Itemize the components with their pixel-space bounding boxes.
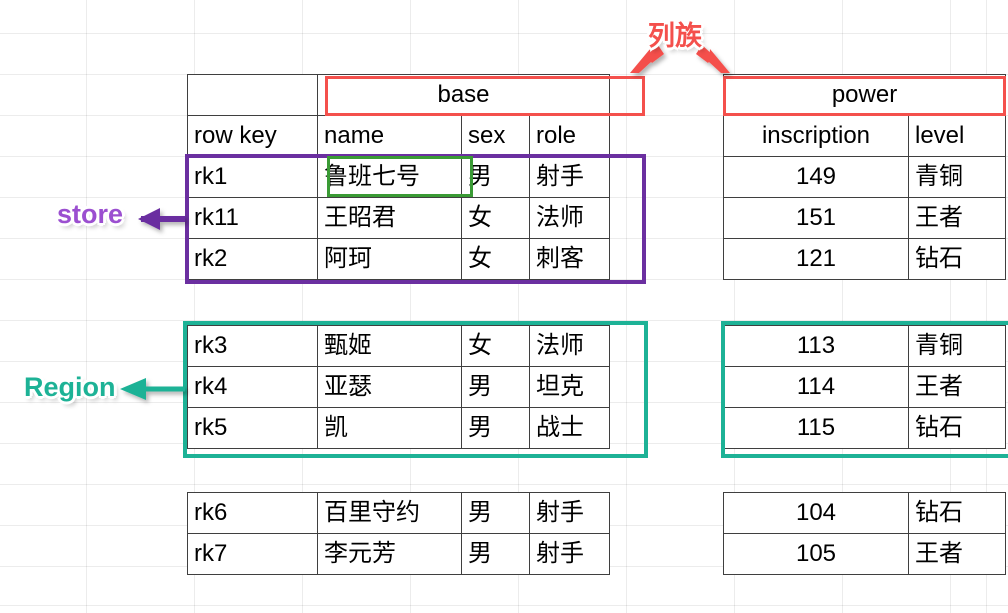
cell-rowkey[interactable]: rk7: [187, 533, 318, 575]
table-row: 104 钻石: [723, 492, 1006, 534]
cell-role[interactable]: 刺客: [529, 238, 610, 280]
table-row: rk11 王昭君 女 法师: [187, 197, 610, 239]
table-row-family: base: [187, 74, 610, 116]
cell-name[interactable]: 亚瑟: [317, 366, 462, 408]
cell-role[interactable]: 射手: [529, 533, 610, 575]
cell-sex[interactable]: 男: [461, 407, 530, 449]
empty-corner-cell: [187, 74, 318, 116]
cell-role[interactable]: 法师: [529, 197, 610, 239]
cell-rowkey[interactable]: rk1: [187, 156, 318, 198]
cell-inscription[interactable]: 115: [723, 407, 909, 449]
table-row-family: power: [723, 74, 1006, 116]
table-row: rk5 凯 男 战士: [187, 407, 610, 449]
label-column-family: 列族: [648, 21, 702, 52]
table-row: 151 王者: [723, 197, 1006, 239]
table-row: rk7 李元芳 男 射手: [187, 533, 610, 575]
cell-level[interactable]: 钻石: [908, 238, 1006, 280]
cell-inscription[interactable]: 151: [723, 197, 909, 239]
power-table-group-third: 104 钻石 105 王者: [723, 492, 1006, 575]
arrow-store: [138, 208, 185, 230]
cell-level[interactable]: 钻石: [908, 407, 1006, 449]
header-row-key[interactable]: row key: [187, 115, 318, 157]
cell-sex[interactable]: 女: [461, 197, 530, 239]
table-row-headers: row key name sex role: [187, 115, 610, 157]
header-level[interactable]: level: [908, 115, 1006, 157]
header-role[interactable]: role: [529, 115, 610, 157]
power-table-group-store: 149 青铜 151 王者 121 钻石: [723, 156, 1006, 280]
column-family-base-cell[interactable]: base: [317, 74, 610, 116]
cell-level[interactable]: 王者: [908, 533, 1006, 575]
cell-role[interactable]: 射手: [529, 492, 610, 534]
cell-rowkey[interactable]: rk2: [187, 238, 318, 280]
cell-name[interactable]: 王昭君: [317, 197, 462, 239]
cell-rowkey[interactable]: rk11: [187, 197, 318, 239]
cell-role[interactable]: 战士: [529, 407, 610, 449]
cell-name[interactable]: 甄姬: [317, 325, 462, 367]
header-sex[interactable]: sex: [461, 115, 530, 157]
column-family-power-cell[interactable]: power: [723, 74, 1006, 116]
label-region: Region: [24, 372, 116, 402]
base-table-header: base row key name sex role: [187, 74, 610, 157]
table-row: 149 青铜: [723, 156, 1006, 198]
cell-inscription[interactable]: 121: [723, 238, 909, 280]
cell-rowkey[interactable]: rk4: [187, 366, 318, 408]
cell-name[interactable]: 凯: [317, 407, 462, 449]
cell-level[interactable]: 钻石: [908, 492, 1006, 534]
cell-sex[interactable]: 男: [461, 492, 530, 534]
cell-name[interactable]: 阿珂: [317, 238, 462, 280]
power-table-group-region: 113 青铜 114 王者 115 钻石: [723, 325, 1006, 449]
cell-inscription[interactable]: 105: [723, 533, 909, 575]
cell-sex[interactable]: 男: [461, 156, 530, 198]
table-row: rk6 百里守约 男 射手: [187, 492, 610, 534]
arrow-region: [120, 378, 185, 400]
cell-name[interactable]: 李元芳: [317, 533, 462, 575]
table-row-headers: inscription level: [723, 115, 1006, 157]
cell-name[interactable]: 百里守约: [317, 492, 462, 534]
cell-sex[interactable]: 男: [461, 366, 530, 408]
table-row: 115 钻石: [723, 407, 1006, 449]
cell-level[interactable]: 青铜: [908, 156, 1006, 198]
cell-inscription[interactable]: 104: [723, 492, 909, 534]
cell-name[interactable]: 鲁班七号: [317, 156, 462, 198]
power-table-header: power inscription level: [723, 74, 1006, 157]
cell-level[interactable]: 青铜: [908, 325, 1006, 367]
header-name[interactable]: name: [317, 115, 462, 157]
table-row: 121 钻石: [723, 238, 1006, 280]
table-row: 113 青铜: [723, 325, 1006, 367]
table-row: rk1 鲁班七号 男 射手: [187, 156, 610, 198]
header-inscription[interactable]: inscription: [723, 115, 909, 157]
cell-sex[interactable]: 女: [461, 238, 530, 280]
table-row: 114 王者: [723, 366, 1006, 408]
cell-level[interactable]: 王者: [908, 366, 1006, 408]
cell-inscription[interactable]: 114: [723, 366, 909, 408]
table-row: rk4 亚瑟 男 坦克: [187, 366, 610, 408]
cell-role[interactable]: 射手: [529, 156, 610, 198]
cell-rowkey[interactable]: rk6: [187, 492, 318, 534]
table-row: rk3 甄姬 女 法师: [187, 325, 610, 367]
table-row: 105 王者: [723, 533, 1006, 575]
label-store: store: [57, 199, 124, 229]
cell-sex[interactable]: 男: [461, 533, 530, 575]
base-table-group-third: rk6 百里守约 男 射手 rk7 李元芳 男 射手: [187, 492, 610, 575]
cell-level[interactable]: 王者: [908, 197, 1006, 239]
cell-inscription[interactable]: 149: [723, 156, 909, 198]
cell-role[interactable]: 法师: [529, 325, 610, 367]
cell-inscription[interactable]: 113: [723, 325, 909, 367]
base-table-group-store: rk1 鲁班七号 男 射手 rk11 王昭君 女 法师 rk2 阿珂 女 刺客: [187, 156, 610, 280]
table-row: rk2 阿珂 女 刺客: [187, 238, 610, 280]
cell-rowkey[interactable]: rk5: [187, 407, 318, 449]
cell-sex[interactable]: 女: [461, 325, 530, 367]
base-table-group-region: rk3 甄姬 女 法师 rk4 亚瑟 男 坦克 rk5 凯 男 战士: [187, 325, 610, 449]
cell-rowkey[interactable]: rk3: [187, 325, 318, 367]
cell-role[interactable]: 坦克: [529, 366, 610, 408]
